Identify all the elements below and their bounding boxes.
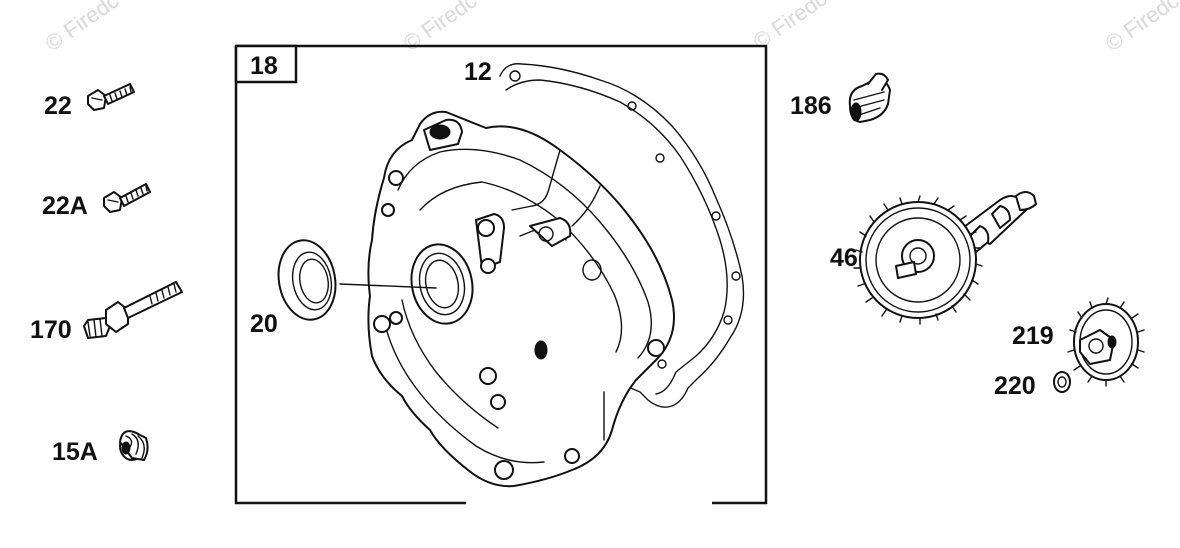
group-box-18: 18 — [234, 44, 768, 505]
callout-220: 220 — [994, 372, 1036, 400]
watermarks: © Firedc © Firedc © Firedc © Firedc — [41, 0, 1180, 56]
gear-teeth — [853, 195, 983, 325]
washer-220: 220 — [994, 371, 1071, 400]
callout-219: 219 — [1012, 322, 1054, 350]
screw-22a: 22A — [42, 183, 151, 220]
callout-170: 170 — [30, 316, 72, 344]
governor-gear-219: 219 — [1012, 297, 1145, 387]
camshaft-gear-46: 46 — [830, 191, 1037, 325]
watermark-1: © Firedc — [41, 0, 124, 56]
callout-18: 18 — [250, 52, 278, 80]
crankcase-cover — [367, 110, 675, 488]
callout-12: 12 — [464, 58, 492, 86]
callout-22: 22 — [44, 92, 72, 120]
stud-170: 170 — [30, 281, 183, 344]
callout-22a: 22A — [42, 192, 88, 220]
screw-22: 22 — [44, 83, 135, 120]
watermark-4: © Firedc — [1101, 0, 1180, 56]
callout-15a: 15A — [52, 438, 98, 466]
watermark-2: © Firedc — [399, 0, 482, 56]
callout-186: 186 — [790, 92, 832, 120]
seal-20: 20 — [250, 239, 437, 338]
callout-46: 46 — [830, 244, 858, 272]
callout-20: 20 — [250, 310, 278, 338]
breather-186: 186 — [790, 72, 891, 123]
plug-15a: 15A — [52, 430, 149, 466]
gasket-12: 12 — [464, 58, 745, 408]
